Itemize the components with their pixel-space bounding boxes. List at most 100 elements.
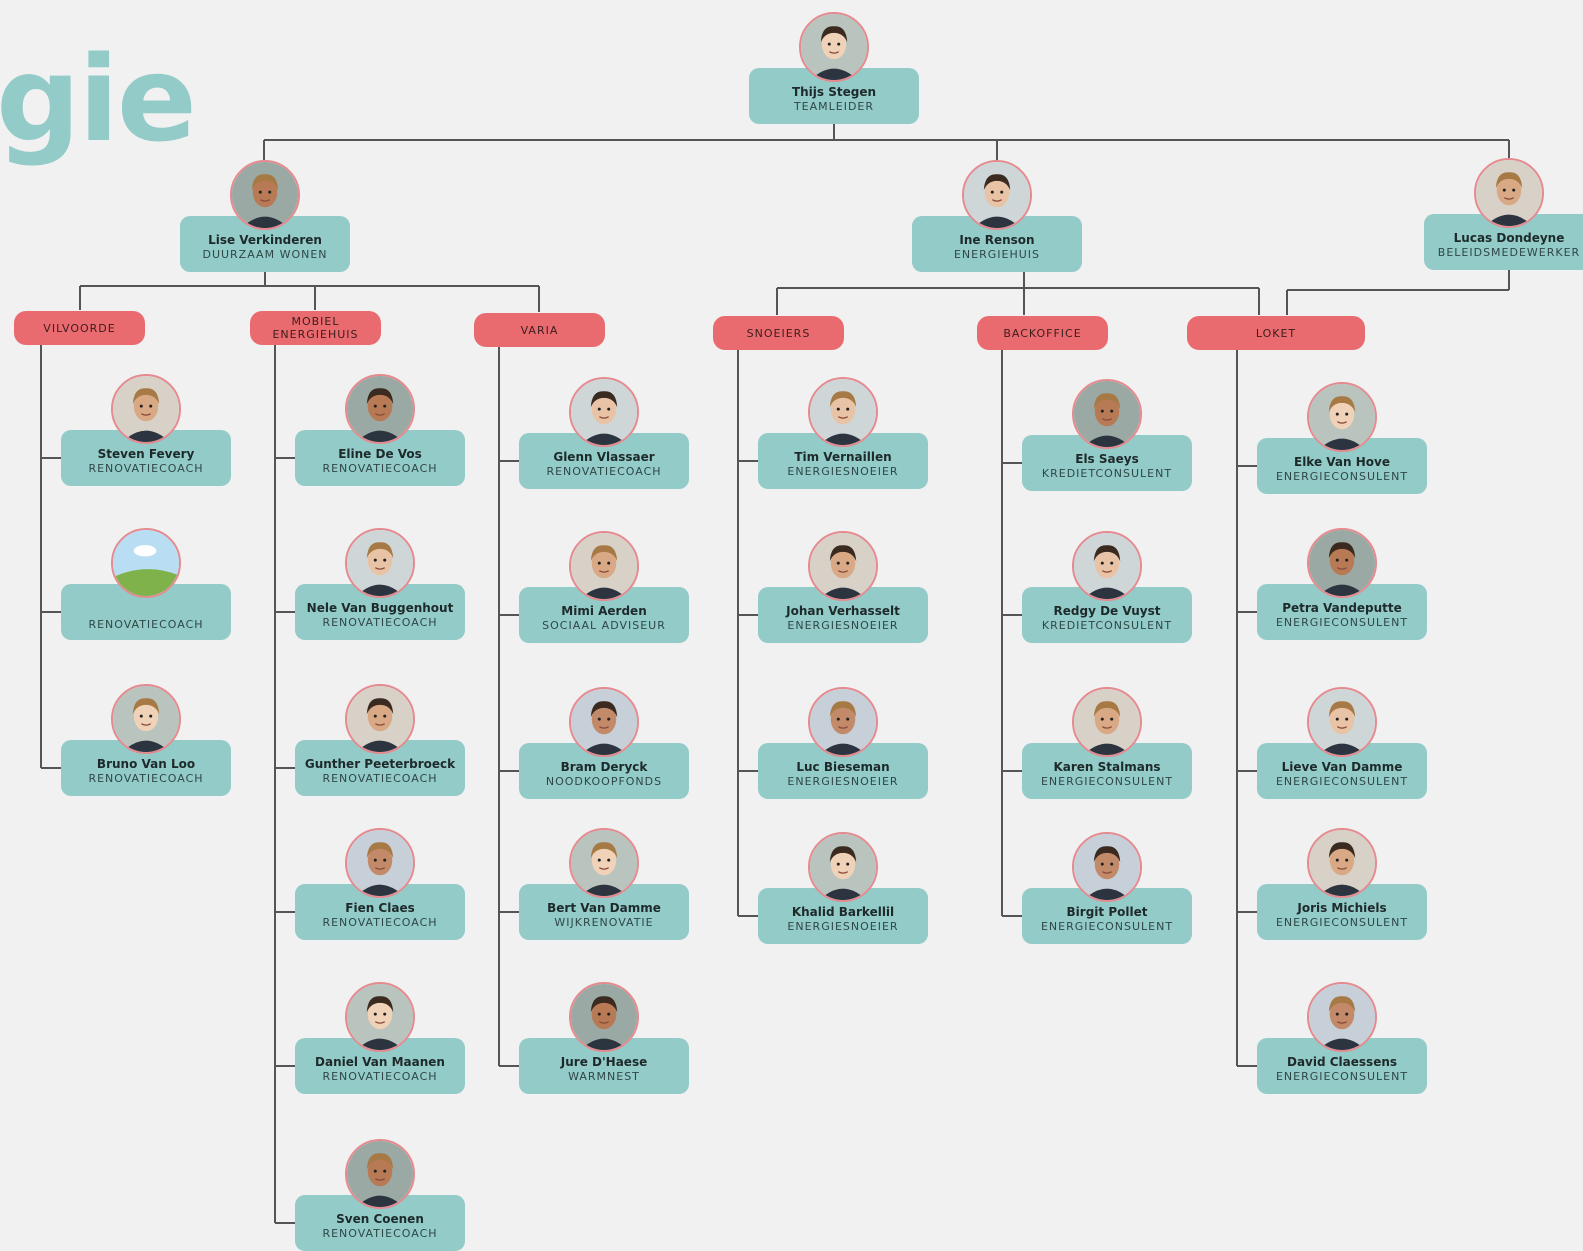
person-name: Nele Van Buggenhout [306, 601, 454, 615]
person-role: WARMNEST [568, 1070, 640, 1083]
avatar [1307, 528, 1377, 598]
person-role: DUURZAAM WONEN [202, 248, 328, 261]
person-role: RENOVATIECOACH [322, 1227, 438, 1240]
person-role: ENERGIECONSULENT [1275, 1070, 1409, 1083]
person-role: RENOVATIECOACH [88, 772, 204, 785]
person-name: David Claessens [1286, 1055, 1398, 1069]
person-name: Eline De Vos [338, 447, 422, 461]
person-role: ENERGIESNOEIER [787, 619, 899, 632]
avatar [569, 828, 639, 898]
avatar [345, 528, 415, 598]
team-label[interactable]: LOKET [1187, 316, 1365, 350]
person-role: RENOVATIECOACH [546, 465, 662, 478]
avatar [569, 687, 639, 757]
avatar [111, 374, 181, 444]
person-name: Daniel Van Maanen [315, 1055, 445, 1069]
avatar [345, 684, 415, 754]
avatar [1072, 531, 1142, 601]
person-name: Johan Verhasselt [786, 604, 900, 618]
person-role: RENOVATIECOACH [88, 462, 204, 475]
person-role: RENOVATIECOACH [322, 462, 438, 475]
person-name: Ine Renson [959, 233, 1035, 247]
person-name: Petra Vandeputte [1282, 601, 1402, 615]
person-role: SOCIAAL ADVISEUR [542, 619, 666, 632]
person-role: KREDIETCONSULENT [1041, 619, 1173, 632]
person-role: BELEIDSMEDEWERKER [1437, 246, 1581, 259]
avatar [962, 160, 1032, 230]
person-role: ENERGIECONSULENT [1040, 775, 1174, 788]
avatar [799, 12, 869, 82]
person-name: Bruno Van Loo [96, 757, 196, 771]
person-role: NOODKOOPFONDS [545, 775, 663, 788]
person-name: Gunther Peeterbroeck [304, 757, 456, 771]
person-name: Bert Van Damme [547, 901, 661, 915]
team-label[interactable]: VILVOORDE [14, 311, 145, 345]
team-label[interactable]: MOBIEL ENERGIEHUIS [250, 311, 381, 345]
person-role: ENERGIESNOEIER [787, 920, 899, 933]
avatar [569, 377, 639, 447]
avatar [345, 828, 415, 898]
avatar [345, 1139, 415, 1209]
avatar [345, 982, 415, 1052]
avatar [1307, 982, 1377, 1052]
person-name: Karen Stalmans [1053, 760, 1161, 774]
page-title-fragment: gie [0, 30, 197, 168]
person-name: Thijs Stegen [791, 85, 877, 99]
person-role: RENOVATIECOACH [322, 616, 438, 629]
person-role: RENOVATIECOACH [88, 618, 204, 631]
person-role: RENOVATIECOACH [322, 916, 438, 929]
person-name: Elke Van Hove [1294, 455, 1390, 469]
person-role: ENERGIECONSULENT [1275, 916, 1409, 929]
person-role: ENERGIECONSULENT [1275, 775, 1409, 788]
avatar [808, 687, 878, 757]
person-name: Khalid Barkellil [791, 905, 895, 919]
person-name: Joris Michiels [1297, 901, 1387, 915]
person-role: KREDIETCONSULENT [1041, 467, 1173, 480]
avatar [1474, 158, 1544, 228]
person-name: Redgy De Vuyst [1053, 604, 1161, 618]
avatar [1307, 828, 1377, 898]
person-name: Birgit Pollet [1066, 905, 1148, 919]
avatar [1072, 687, 1142, 757]
person-role: ENERGIECONSULENT [1040, 920, 1174, 933]
avatar [569, 982, 639, 1052]
person-name: Glenn Vlassaer [553, 450, 655, 464]
team-label[interactable]: SNOEIERS [713, 316, 844, 350]
person-role: ENERGIEHUIS [953, 248, 1041, 261]
avatar [1072, 379, 1142, 449]
person-name: Lise Verkinderen [208, 233, 322, 247]
placeholder-avatar-icon [111, 528, 181, 598]
person-name: Lieve Van Damme [1281, 760, 1403, 774]
person-name: Jure D'Haese [560, 1055, 648, 1069]
person-name: Fien Claes [345, 901, 415, 915]
person-role: RENOVATIECOACH [322, 772, 438, 785]
person-name: Luc Bieseman [796, 760, 890, 774]
person-name: Els Saeys [1075, 452, 1139, 466]
person-role: ENERGIECONSULENT [1275, 470, 1409, 483]
avatar [1307, 382, 1377, 452]
avatar [345, 374, 415, 444]
person-role: WIJKRENOVATIE [554, 916, 654, 929]
avatar [111, 684, 181, 754]
avatar [808, 377, 878, 447]
avatar [1307, 687, 1377, 757]
team-label[interactable]: BACKOFFICE [977, 316, 1108, 350]
avatar [569, 531, 639, 601]
avatar [808, 832, 878, 902]
person-role: ENERGIESNOEIER [787, 465, 899, 478]
avatar [230, 160, 300, 230]
team-label[interactable]: VARIA [474, 313, 605, 347]
person-role: TEAMLEIDER [793, 100, 875, 113]
